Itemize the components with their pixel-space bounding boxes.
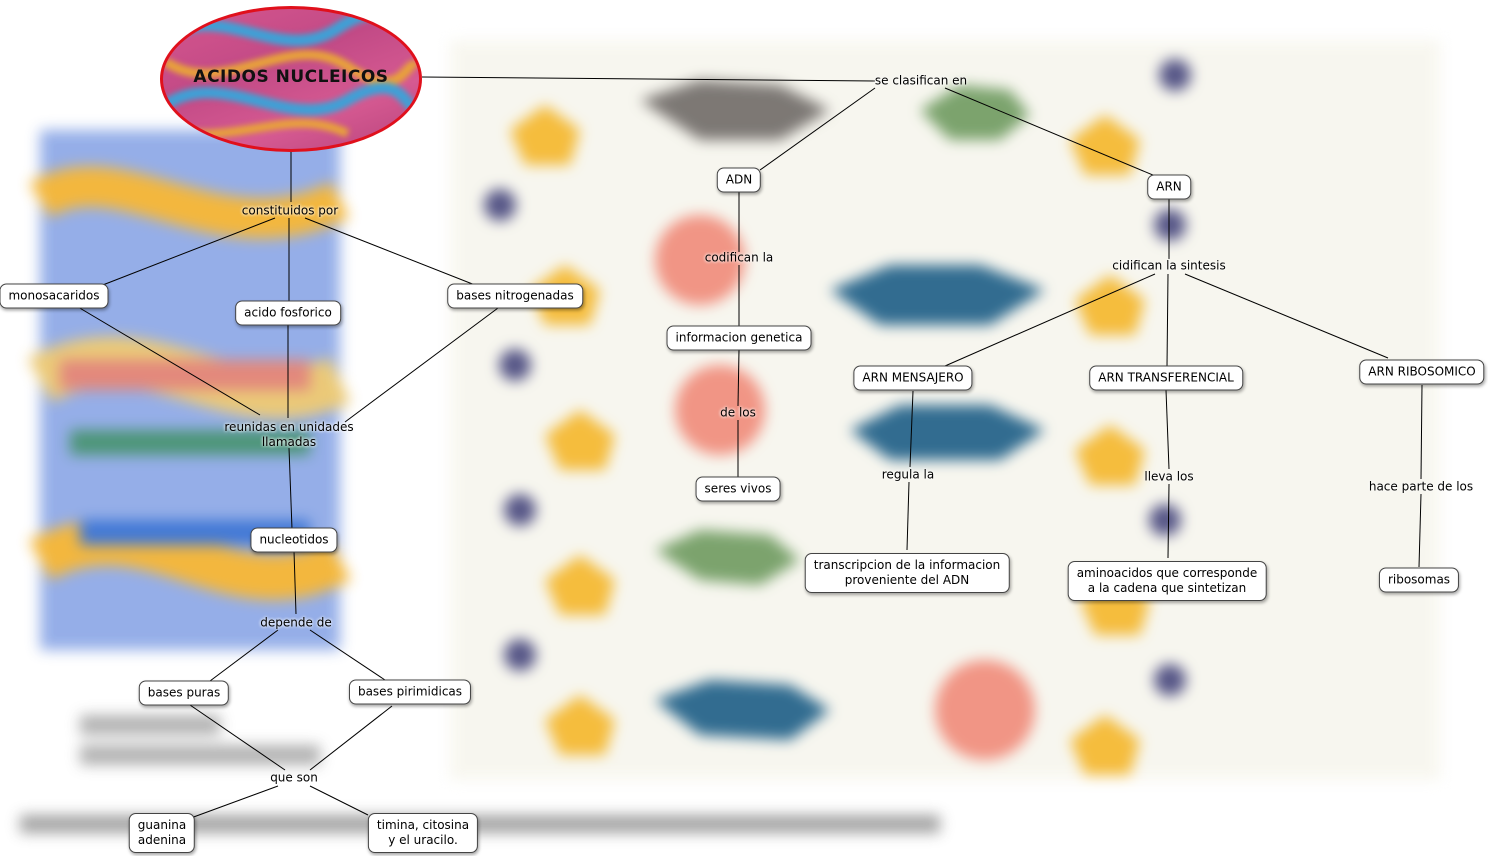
dna-helix-image — [163, 9, 419, 139]
concept-informacion-genetica[interactable]: informacion genetica — [666, 325, 812, 351]
phrase-regula-la: regula la — [881, 467, 935, 482]
concept-arn-ribosomico[interactable]: ARN RIBOSOMICO — [1359, 359, 1485, 385]
concept-acido-fosforico[interactable]: acido fosforico — [235, 300, 341, 326]
concept-seres-vivos[interactable]: seres vivos — [695, 476, 781, 502]
concept-bases-nitrogenadas[interactable]: bases nitrogenadas — [447, 283, 583, 309]
concept-arn-mensajero[interactable]: ARN MENSAJERO — [853, 365, 973, 391]
phrase-se-clasifican-en: se clasifican en — [874, 73, 968, 88]
concept-transcripcion[interactable]: transcripcion de la informacion provenie… — [804, 553, 1010, 593]
concept-arn[interactable]: ARN — [1147, 174, 1191, 200]
phrase-hace-parte-de-los: hace parte de los — [1368, 479, 1474, 494]
title-text: ACIDOS NUCLEICOS — [193, 67, 389, 87]
concept-monosacaridos[interactable]: monosacaridos — [0, 283, 109, 309]
concept-bases-puras[interactable]: bases puras — [138, 680, 230, 706]
concept-adn[interactable]: ADN — [716, 167, 762, 193]
concept-bases-pirimidicas[interactable]: bases pirimidicas — [348, 679, 472, 705]
phrase-codifican-la: codifican la — [704, 250, 774, 265]
phrase-depende-de: depende de — [260, 615, 332, 630]
phrase-lleva-los: lleva los — [1144, 469, 1194, 484]
phrase-que-son: que son — [270, 770, 318, 785]
concept-timina-citosina[interactable]: timina, citosina y el uracilo. — [367, 813, 479, 853]
concept-arn-transferencial[interactable]: ARN TRANSFERENCIAL — [1089, 365, 1243, 391]
concept-aminoacidos[interactable]: aminoacidos que corresponde a la cadena … — [1067, 561, 1267, 601]
concept-nucleotidos[interactable]: nucleotidos — [250, 527, 338, 553]
title-node-acidos-nucleicos[interactable]: ACIDOS NUCLEICOS — [160, 6, 422, 152]
phrase-constituidos-por: constituidos por — [241, 203, 339, 218]
concept-ribosomas[interactable]: ribosomas — [1378, 567, 1460, 593]
phrase-cidifican-la-sintesis: cidifican la sintesis — [1112, 258, 1226, 273]
phrase-reunidas-en-unidades: reunidas en unidades llamadas — [224, 420, 354, 449]
concept-guanina-adenina[interactable]: guanina adenina — [128, 813, 196, 853]
phrase-de-los: de los — [720, 405, 756, 420]
